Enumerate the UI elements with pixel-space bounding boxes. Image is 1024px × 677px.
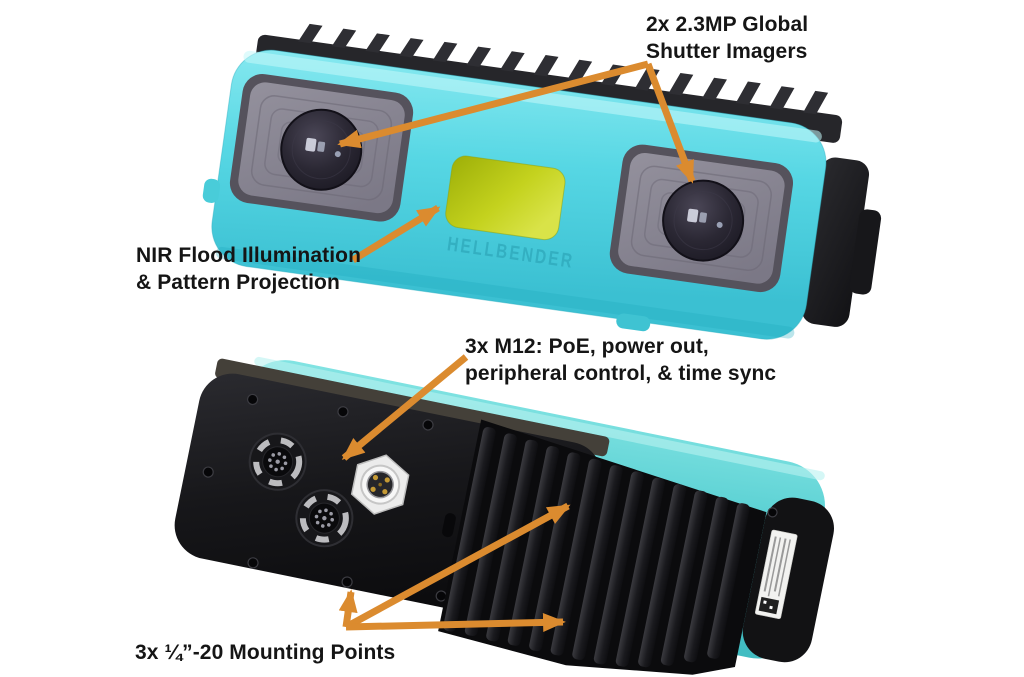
arrow-to-mount-point-3: [345, 612, 566, 632]
annotation-arrows: [337, 60, 696, 632]
label-imagers: 2x 2.3MP Global Shutter Imagers: [646, 12, 808, 66]
label-m12-line2: peripheral control, & time sync: [465, 361, 777, 385]
rear-view-camera: [174, 356, 834, 675]
label-nir-illumination: NIR Flood Illumination & Pattern Project…: [136, 243, 361, 297]
arrow-to-right-imager: [644, 62, 696, 184]
arrow-to-mount-point-2: [344, 502, 571, 631]
connector-pins: [268, 452, 288, 472]
arrow-to-left-imager: [337, 60, 649, 149]
mount-tab: [616, 313, 651, 332]
product-label-sticker: [754, 529, 798, 620]
label-imagers-line2: Shutter Imagers: [646, 39, 808, 63]
screws: [202, 393, 447, 602]
label-m12-connectors: 3x M12: PoE, power out, peripheral contr…: [465, 334, 776, 388]
label-fine-print: [763, 536, 791, 597]
front-view-camera: HELLBENDER: [202, 23, 882, 340]
m12-connector-a: [248, 432, 307, 491]
left-imager-lens: [280, 108, 363, 191]
body-top-highlight: [254, 356, 825, 481]
left-imager-window: [229, 74, 414, 222]
body-bottom-shade: [215, 246, 795, 339]
arrow-to-illuminator: [351, 205, 441, 263]
label-m12-line1: 3x M12: PoE, power out,: [465, 335, 709, 358]
m12-connector-b: [295, 489, 354, 548]
right-imager-window: [609, 144, 794, 293]
side-notch: [202, 178, 221, 203]
m12-connector-white: [350, 454, 410, 515]
label-nir-line1: NIR Flood Illumination: [136, 244, 362, 267]
nir-illuminator-window: [445, 155, 566, 241]
label-mounting-line1: 3x ¼”-20 Mounting Points: [135, 641, 396, 664]
label-mounting-points: 3x ¼”-20 Mounting Points: [135, 640, 395, 667]
arrow-to-m12-connectors: [341, 354, 469, 461]
right-imager-lens: [662, 179, 745, 262]
arrow-to-mount-point-1: [338, 589, 358, 628]
label-nir-line2: & Pattern Projection: [136, 270, 340, 294]
connector-pins: [314, 508, 335, 528]
gold-pins: [370, 474, 390, 495]
label-imagers-line1: 2x 2.3MP Global: [646, 13, 809, 36]
rear-end-face: [742, 497, 834, 663]
heatsink-fins-rear-icon: [438, 419, 767, 675]
